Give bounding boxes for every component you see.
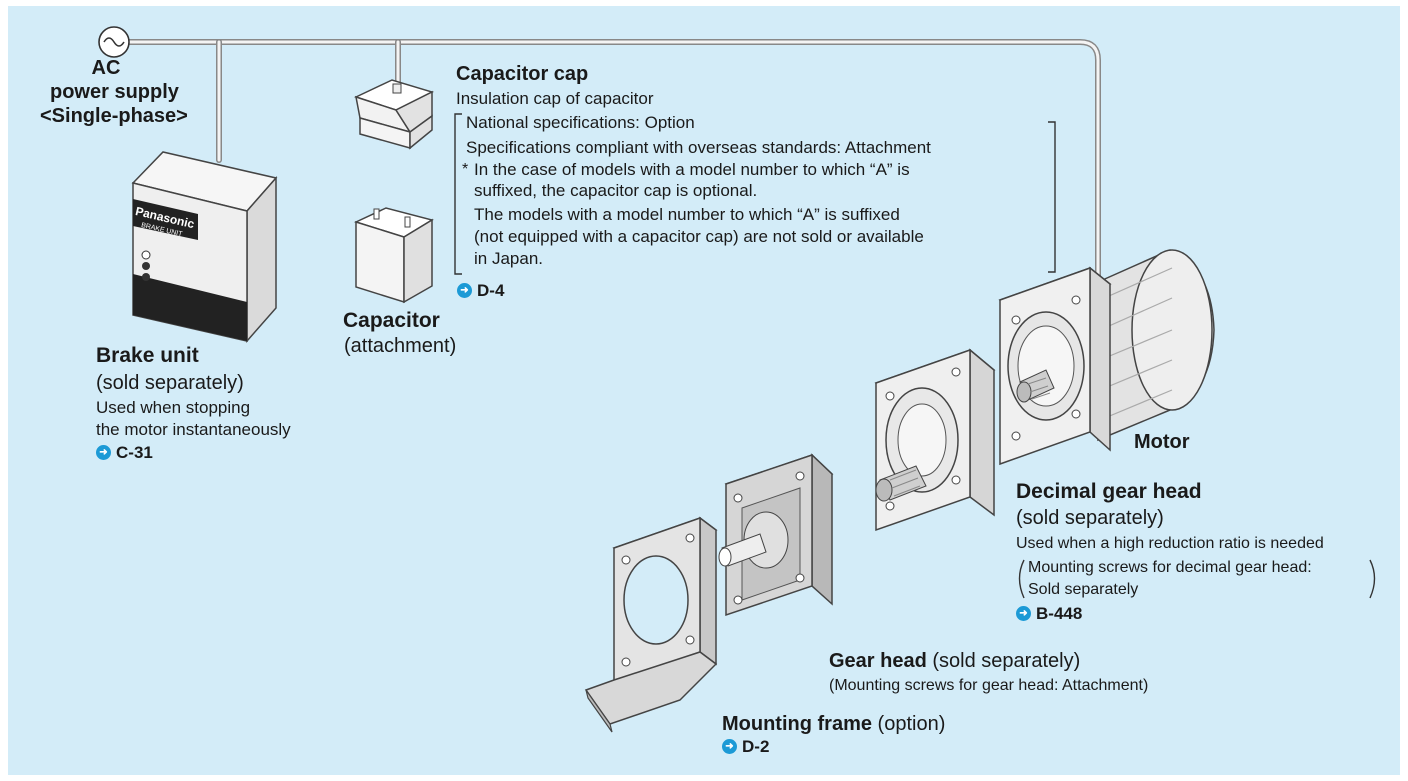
mounting-frame-illustration — [584, 516, 718, 733]
spec-brackets — [454, 113, 1056, 275]
link-arrow-icon: ➜ — [722, 739, 737, 754]
capacitor-cap-title: Capacitor cap — [456, 63, 589, 85]
gear-head-desc: (Mounting screws for gear head: Attachme… — [829, 677, 1149, 694]
decimal-gear-head-illustration — [874, 348, 996, 532]
power-label-line3: <Single-phase> — [40, 105, 188, 127]
gear-head-title: Gear head — [829, 650, 927, 672]
capacitor-cap-note-mark: * — [462, 161, 469, 178]
power-label-line1: AC — [91, 57, 121, 79]
brake-unit-title: Brake unit — [96, 344, 199, 367]
capacitor-cap-note5: in Japan. — [474, 249, 543, 268]
capacitor-cap-note2: suffixed, the capacitor cap is optional. — [474, 181, 758, 200]
power-label-line2: power supply — [50, 81, 179, 103]
link-arrow-icon: ➜ — [1016, 606, 1031, 621]
decimal-gear-head-paren2: Sold separately — [1028, 581, 1139, 598]
note-parentheses — [1018, 559, 1376, 599]
mounting-frame-title: Mounting frame — [722, 713, 872, 735]
gear-head-label: Gear head (sold separately) — [829, 651, 1080, 671]
gear-head-sub: (sold separately) — [926, 650, 1081, 672]
gear-head-illustration — [718, 453, 834, 617]
decimal-gear-head-desc: Used when a high reduction ratio is need… — [1016, 535, 1324, 552]
motor-title: Motor — [1134, 431, 1190, 453]
capacitor-cap-illustration — [353, 79, 435, 150]
decimal-gear-head-sub: (sold separately) — [1016, 507, 1164, 529]
brake-unit-ref-link[interactable]: ➜ C-31 — [96, 444, 153, 461]
brake-unit-illustration — [131, 151, 278, 343]
power-wiring — [127, 39, 1101, 285]
capacitor-cap-note4: (not equipped with a capacitor cap) are … — [474, 227, 924, 246]
link-arrow-icon: ➜ — [96, 445, 111, 460]
brake-unit-sub: (sold separately) — [96, 372, 244, 394]
mounting-frame-label: Mounting frame (option) — [722, 714, 945, 734]
capacitor-cap-note1: In the case of models with a model numbe… — [474, 160, 910, 179]
link-arrow-icon: ➜ — [457, 283, 472, 298]
decimal-gear-head-title: Decimal gear head — [1016, 480, 1202, 503]
capacitor-cap-desc: Insulation cap of capacitor — [456, 89, 654, 108]
capacitor-illustration — [353, 207, 434, 304]
capacitor-title: Capacitor — [343, 309, 440, 332]
mounting-frame-sub: (option) — [872, 713, 946, 735]
motor-illustration — [998, 249, 1215, 466]
capacitor-cap-spec1: National specifications: Option — [466, 113, 695, 132]
ac-source-icon — [98, 26, 130, 58]
capacitor-cap-ref-link[interactable]: ➜ D-4 — [457, 282, 504, 299]
capacitor-sub: (attachment) — [344, 335, 457, 357]
decimal-gear-head-paren1: Mounting screws for decimal gear head: — [1028, 559, 1312, 576]
brake-unit-desc2: the motor instantaneously — [96, 420, 291, 439]
capacitor-cap-spec2: Specifications compliant with overseas s… — [466, 138, 931, 157]
mounting-frame-ref-link[interactable]: ➜ D-2 — [722, 738, 769, 755]
decimal-gear-head-ref-link[interactable]: ➜ B-448 — [1016, 605, 1082, 622]
brake-unit-desc1: Used when stopping — [96, 398, 251, 417]
capacitor-cap-note3: The models with a model number to which … — [474, 205, 900, 224]
